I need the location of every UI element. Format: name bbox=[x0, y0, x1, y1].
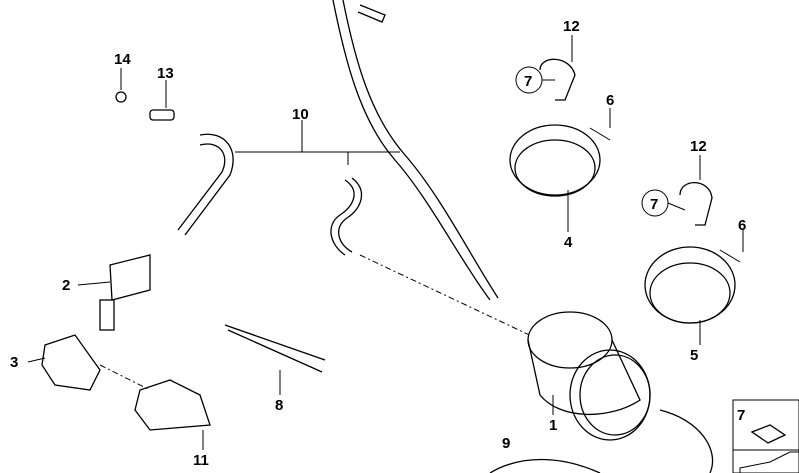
clamp-4 bbox=[509, 124, 601, 196]
holder-3 bbox=[41, 334, 101, 391]
clip-nut-icon bbox=[750, 424, 787, 444]
callout-1: 1 bbox=[549, 417, 557, 434]
valve-hose bbox=[184, 133, 234, 236]
hose-9 bbox=[489, 458, 601, 473]
callout-12a: 12 bbox=[563, 18, 580, 35]
callout-8: 8 bbox=[275, 397, 283, 414]
small-hose bbox=[330, 179, 355, 256]
callout-9: 9 bbox=[502, 435, 510, 452]
fitting-13 bbox=[149, 109, 175, 121]
callout-11: 11 bbox=[193, 452, 209, 469]
callout-circle-7a bbox=[515, 66, 543, 94]
callout-7a: 7 bbox=[524, 73, 532, 90]
callout-circle-7b bbox=[641, 189, 669, 217]
callout-5: 5 bbox=[690, 347, 698, 364]
callout-6b: 6 bbox=[738, 217, 746, 234]
vent-hose bbox=[332, 0, 491, 301]
callout-7b: 7 bbox=[650, 196, 658, 213]
holder-11 bbox=[134, 379, 211, 431]
seal-ring-14 bbox=[115, 91, 127, 103]
valve-2 bbox=[109, 254, 151, 301]
callout-4: 4 bbox=[564, 234, 573, 251]
callout-10: 10 bbox=[292, 106, 309, 123]
clip-12a bbox=[539, 58, 576, 101]
clip-12b bbox=[679, 182, 713, 226]
callout-12b: 12 bbox=[690, 138, 707, 155]
callout-6a: 6 bbox=[606, 92, 614, 109]
inset-callout-7: 7 bbox=[737, 407, 745, 424]
callout-14: 14 bbox=[114, 51, 131, 68]
callout-2: 2 bbox=[62, 277, 70, 294]
callout-3: 3 bbox=[10, 354, 18, 371]
cable-ties-8 bbox=[224, 324, 326, 373]
callout-13: 13 bbox=[157, 65, 174, 82]
